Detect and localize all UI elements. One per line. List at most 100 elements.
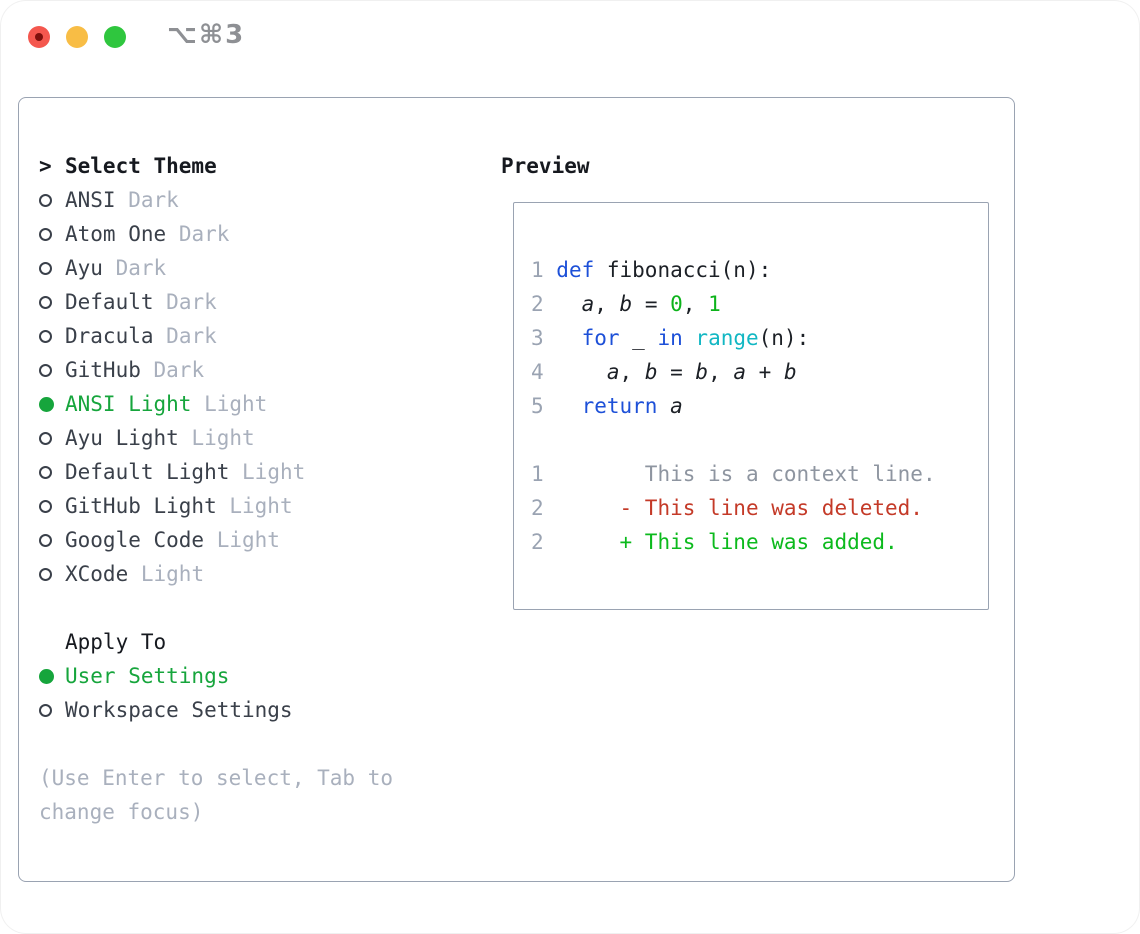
code-token [657, 394, 670, 418]
code-line: 3 for _ in range(n): [531, 321, 988, 355]
preview-pane: Preview 1 def fibonacci(n):2 a, b = 0, 1… [501, 149, 1001, 610]
theme-option[interactable]: ANSI Light Light [39, 387, 495, 421]
theme-option[interactable]: Google Code Light [39, 523, 495, 557]
spacer [531, 423, 988, 457]
theme-option[interactable]: Atom One Dark [39, 217, 495, 251]
code-token: b [695, 360, 709, 384]
option-label: XCode [65, 562, 129, 586]
code-token: range [695, 326, 759, 350]
theme-option[interactable]: Dracula Dark [39, 319, 495, 353]
option-label: ANSI [65, 188, 116, 212]
option-variant: Light [216, 528, 280, 552]
code-token [683, 326, 696, 350]
option-variant: Dark [166, 324, 217, 348]
code-token [556, 394, 581, 418]
radio-icon [39, 431, 52, 445]
theme-option[interactable]: Default Dark [39, 285, 495, 319]
line-number: 2 [531, 530, 557, 554]
code-token: fibonacci(n): [594, 258, 772, 282]
code-token: 0 [670, 292, 683, 316]
option-label: Google Code [65, 528, 205, 552]
theme-option[interactable]: GitHub Dark [39, 353, 495, 387]
radio-icon [39, 465, 52, 479]
close-button[interactable] [28, 26, 50, 48]
minimize-button[interactable] [66, 26, 88, 48]
code-token: a [733, 360, 747, 384]
select-theme-label: Select Theme [65, 154, 217, 178]
option-variant: Dark [115, 256, 167, 280]
code-token [556, 530, 619, 554]
option-label: GitHub [65, 358, 141, 382]
theme-option[interactable]: XCode Light [39, 557, 495, 591]
theme-option[interactable]: Default Light Light [39, 455, 495, 489]
option-label: Default [65, 290, 154, 314]
apply-to-option[interactable]: User Settings [39, 659, 495, 693]
code-token: a [606, 360, 620, 384]
code-token: b [619, 292, 633, 316]
code-token: a [670, 394, 683, 418]
apply-to-header: Apply To [39, 625, 495, 659]
option-label: Dracula [65, 324, 154, 348]
code-token: def [556, 258, 595, 282]
option-label: Atom One [65, 222, 167, 246]
option-variant: Dark [128, 188, 179, 212]
code-token: (n): [758, 326, 810, 350]
radio-icon [39, 329, 52, 343]
radio-icon [39, 363, 52, 377]
code-line: 1 This is a context line. [531, 457, 988, 491]
spacer [39, 591, 495, 625]
option-variant: Dark [153, 358, 205, 382]
line-number: 2 [531, 292, 557, 316]
radio-selected-icon [39, 668, 54, 684]
close-button-dot-icon [35, 33, 43, 41]
code-token [556, 326, 581, 350]
option-variant: Light [229, 494, 293, 518]
code-token: + [746, 360, 784, 384]
code-line: 2 - This line was deleted. [531, 491, 988, 525]
radio-icon [39, 261, 52, 275]
theme-option[interactable]: Ayu Dark [39, 251, 495, 285]
spacer [39, 727, 495, 761]
code-token [556, 496, 619, 520]
code-token: , [619, 360, 645, 384]
radio-icon [39, 227, 52, 241]
radio-icon [39, 567, 52, 581]
focus-caret-icon: > [39, 154, 52, 178]
theme-option[interactable]: GitHub Light Light [39, 489, 495, 523]
option-label: GitHub Light [65, 494, 217, 518]
option-variant: Light [140, 562, 205, 586]
select-theme-header: > Select Theme [39, 149, 495, 183]
code-token: in [657, 326, 683, 350]
option-label: ANSI Light [65, 392, 192, 416]
code-token: b [783, 360, 797, 384]
code-line: 1 def fibonacci(n): [531, 253, 988, 287]
code-token: = [632, 292, 671, 316]
traffic-lights [28, 26, 126, 48]
preview-header: Preview [501, 149, 1001, 183]
option-label: User Settings [65, 664, 230, 688]
line-number: 1 [531, 462, 557, 486]
code-token: b [644, 360, 658, 384]
option-label: Ayu Light [65, 426, 179, 450]
line-number: 2 [531, 496, 557, 520]
option-label: Default Light [65, 460, 230, 484]
theme-option[interactable]: Ayu Light Light [39, 421, 495, 455]
code-token: This is a context line. [556, 462, 936, 486]
apply-to-option[interactable]: Workspace Settings [39, 693, 495, 727]
radio-selected-icon [39, 396, 54, 412]
code-token: = [657, 360, 696, 384]
line-number: 1 [531, 258, 557, 282]
code-line: 2 a, b = 0, 1 [531, 287, 988, 321]
theme-option[interactable]: ANSI Dark [39, 183, 495, 217]
radio-icon [39, 703, 52, 717]
code-token [556, 360, 607, 384]
zoom-button[interactable] [104, 26, 126, 48]
code-token: , [708, 360, 734, 384]
code-token [556, 292, 581, 316]
line-number: 5 [531, 394, 557, 418]
code-token: - This line was deleted. [619, 496, 923, 520]
